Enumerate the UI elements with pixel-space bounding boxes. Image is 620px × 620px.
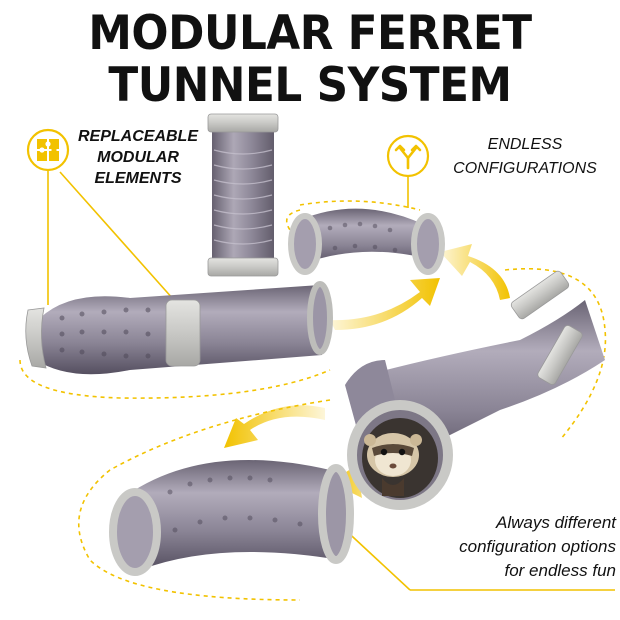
caption-line: ENDLESS [487, 136, 563, 153]
y-junction-module [345, 270, 605, 510]
caption-line: Always different [496, 513, 616, 532]
curved-tube-top [288, 208, 445, 275]
caption-line: MODULAR [97, 149, 179, 166]
curved-tube-bottom [109, 460, 354, 576]
headline: MODULAR FERRET TUNNEL SYSTEM [22, 8, 599, 112]
arrow-to-right [330, 278, 440, 330]
caption-line: ELEMENTS [94, 170, 182, 187]
t-junction-module [25, 113, 333, 375]
callout-puzzle [26, 128, 191, 319]
ferret-image [364, 433, 422, 496]
feature-endless-caption: ENDLESS CONFIGURATIONS [440, 133, 610, 181]
arrow-to-top [440, 244, 510, 300]
caption-line: configuration options [459, 537, 616, 556]
puzzle-icon [37, 139, 59, 161]
headline-line-1: MODULAR FERRET [88, 6, 532, 61]
tagline-caption: Always different configuration options f… [420, 511, 616, 583]
dashed-guide-paths [19, 200, 607, 601]
fork-arrows-icon [394, 144, 422, 170]
arrow-to-left [224, 405, 325, 448]
caption-line: for endless fun [504, 561, 616, 580]
feature-replaceable-caption: REPLACEABLE MODULAR ELEMENTS [68, 126, 208, 189]
caption-line: CONFIGURATIONS [453, 160, 597, 177]
caption-line: REPLACEABLE [77, 128, 198, 145]
callout-fork [386, 134, 430, 208]
headline-line-2: TUNNEL SYSTEM [108, 58, 512, 113]
